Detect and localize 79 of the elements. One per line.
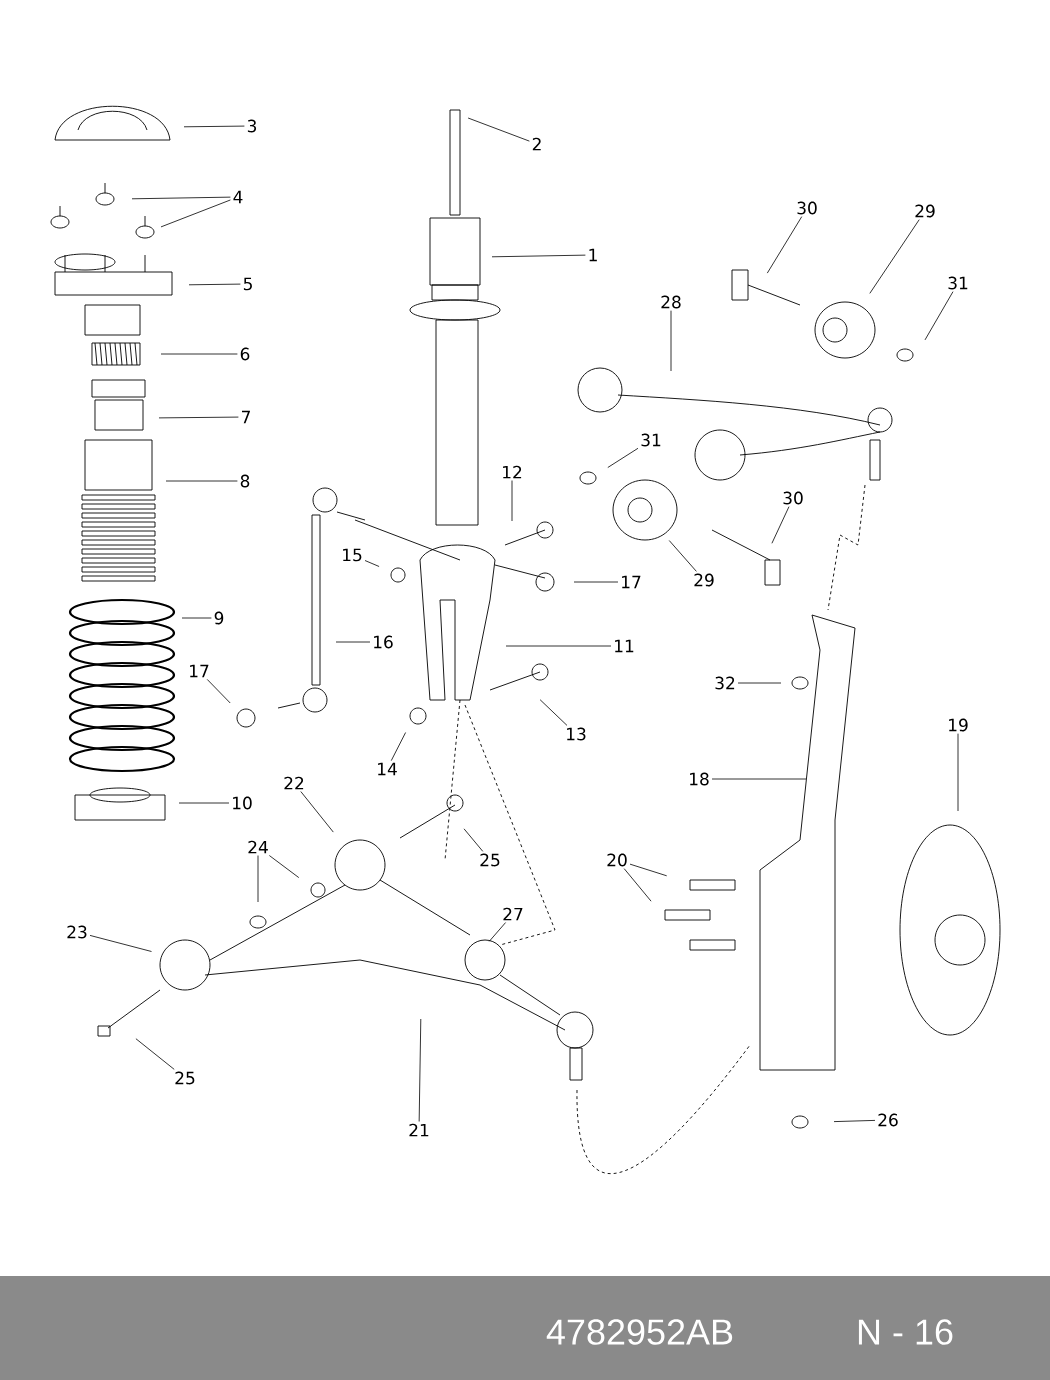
leader-line (573, 581, 619, 583)
callout-number: 24 (248, 840, 268, 854)
callout-number: 10 (233, 796, 252, 810)
callout-number: 30 (797, 201, 817, 215)
leader-line (539, 699, 568, 726)
leader-line (181, 617, 212, 619)
leader-line (737, 682, 782, 684)
callout-number: 5 (243, 277, 252, 291)
callout-number: 17 (622, 575, 641, 589)
leader-line (467, 117, 530, 142)
leader-line (160, 353, 238, 355)
leader-line (158, 416, 239, 419)
leader-line (629, 863, 668, 877)
leader-line (257, 855, 259, 903)
leader-line (268, 855, 300, 878)
leader-line (135, 1038, 175, 1070)
callout-number: 13 (567, 727, 586, 741)
leader-line (89, 935, 152, 952)
callout-number: 23 (67, 925, 87, 939)
leader-line (711, 778, 807, 780)
leader-line (463, 828, 484, 852)
leader-line (300, 791, 334, 833)
callout-number: 7 (242, 410, 250, 424)
callout-number: 18 (690, 772, 709, 786)
leader-line (771, 506, 790, 544)
leader-line (668, 540, 697, 572)
leader-line (390, 732, 406, 761)
callout-number: 16 (374, 635, 393, 649)
leader-line (165, 480, 238, 482)
leader-line (607, 447, 639, 468)
callout-number: 6 (240, 347, 250, 361)
callout-number: 30 (783, 491, 803, 505)
callout-number: 29 (694, 573, 714, 587)
callout-number: 8 (240, 474, 250, 488)
callout-number: 29 (915, 204, 935, 218)
callout-number: 21 (409, 1123, 429, 1137)
leader-line (924, 291, 954, 341)
callout-number: 2 (532, 137, 541, 151)
leader-line (188, 283, 241, 286)
leader-line (178, 802, 230, 804)
leader-line (131, 196, 231, 200)
callout-number: 11 (615, 639, 634, 653)
callout-number: 14 (378, 762, 397, 776)
part-number: 4782952AB (546, 1319, 733, 1345)
leader-line (505, 645, 612, 647)
callout-number: 4 (233, 190, 243, 204)
callout-number: 27 (503, 907, 523, 921)
leader-line (491, 254, 586, 258)
leader-line (957, 733, 959, 812)
callout-number: 20 (607, 853, 627, 867)
callout-number: 1 (589, 248, 597, 262)
callout-number: 17 (190, 664, 209, 678)
leader-line (833, 1120, 876, 1122)
leader-line (766, 216, 803, 274)
callout-number: 28 (661, 295, 681, 309)
callout-number: 25 (480, 853, 500, 867)
leader-line (418, 1018, 422, 1122)
callout-number: 26 (878, 1113, 898, 1127)
leader-line (206, 679, 231, 704)
leader-line (160, 199, 231, 228)
callout-number: 12 (503, 465, 522, 479)
callout-number: 22 (284, 776, 304, 790)
callout-number: 19 (949, 718, 968, 732)
leader-line (335, 641, 371, 643)
leader-line (183, 125, 245, 128)
callout-number: 9 (214, 611, 224, 625)
leader-line (670, 310, 672, 372)
callout-number: 25 (175, 1071, 195, 1085)
leader-line (869, 219, 920, 294)
leader-line (511, 480, 513, 522)
leader-line (623, 868, 652, 902)
page-number: N - 16 (858, 1319, 953, 1345)
callout-number: 32 (715, 676, 735, 690)
callout-number: 15 (343, 548, 362, 562)
callout-number: 31 (948, 276, 968, 290)
leader-line (488, 922, 506, 942)
callout-number: 31 (641, 433, 661, 447)
leader-line (364, 560, 380, 567)
callout-number: 3 (247, 119, 257, 133)
